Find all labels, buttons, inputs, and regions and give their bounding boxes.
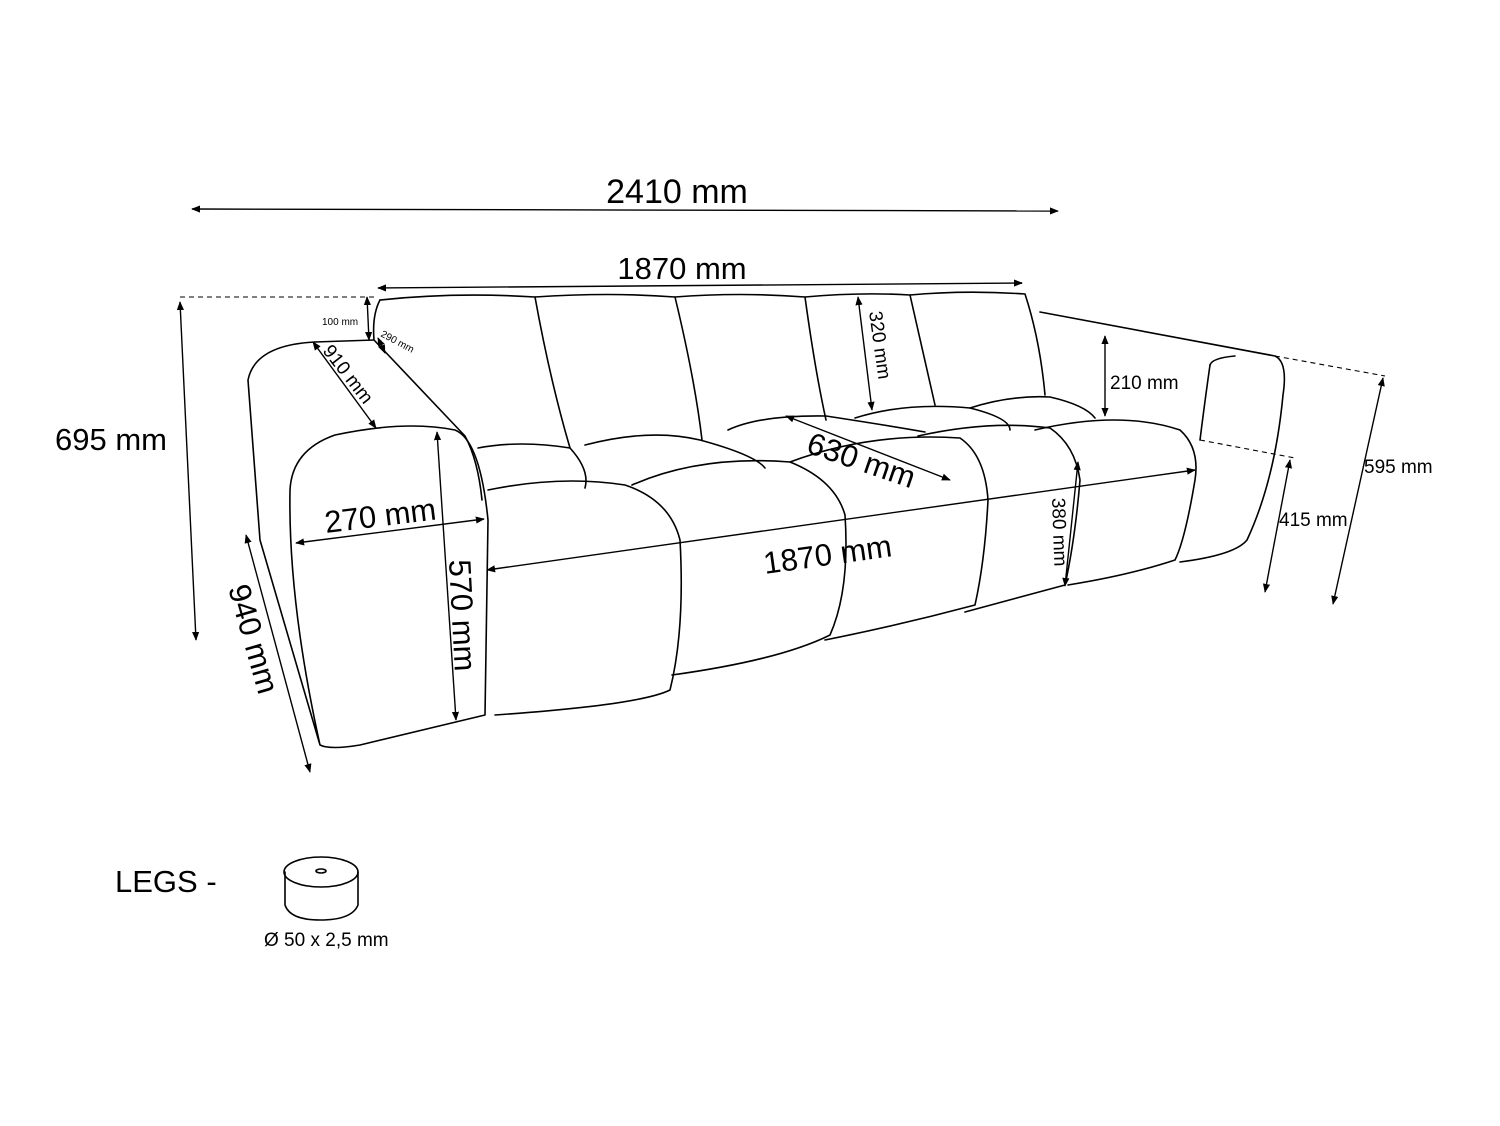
backrest-cushion [379, 294, 571, 449]
backrest-above-seat-label: 210 mm [1110, 373, 1179, 394]
legs-section: LEGS - Ø 50 x 2,5 mm [115, 856, 389, 951]
legs-label: LEGS - [115, 864, 217, 899]
armrest-length-label: 910 mm [318, 341, 377, 408]
dimension-arrows [176, 205, 1385, 773]
seat-height-arrow [1262, 459, 1293, 593]
seat-cushion-back [969, 395, 1096, 419]
armrest-height-arrow [433, 431, 460, 721]
seat-width-label: 1870 mm [761, 528, 894, 581]
depth-arrow [244, 534, 312, 773]
leg-icon [283, 856, 359, 921]
back-height-label: 595 mm [1364, 457, 1433, 478]
seat-depth-arrow [785, 415, 951, 481]
seat-cushion-back [854, 405, 1011, 431]
right-arm-inner [1199, 364, 1211, 441]
top-offset-label: 100 mm [322, 317, 358, 328]
backrest-width-arrow [377, 279, 1023, 292]
left-arm-back [372, 299, 483, 501]
backrest-width-label: 1870 mm [617, 251, 746, 286]
overall-width-label: 2410 mm [606, 173, 748, 211]
seat-cushion-height-label: 380 mm [1047, 497, 1070, 566]
armrest-length-arrow [312, 341, 377, 429]
seat-cushion-height-arrow [1062, 461, 1081, 587]
extension-lines [180, 296, 1386, 459]
backrest-cushion-height-arrow [855, 296, 875, 411]
top-offset-arrow [363, 296, 373, 341]
right-arm-front [1209, 355, 1236, 366]
back-height-arrow [1331, 377, 1385, 605]
height-label: 695 mm [55, 422, 167, 457]
legs-spec-label: Ø 50 x 2,5 mm [264, 930, 389, 951]
armrest-width-label: 270 mm [323, 492, 438, 540]
seat-cushion-back [584, 434, 766, 469]
right-arm-top [1039, 311, 1286, 563]
backrest-cushion [909, 291, 1046, 396]
seat-depth-label: 630 mm [803, 426, 920, 496]
seat-cushion-front [487, 480, 683, 716]
height-arrow [176, 301, 200, 641]
top-thickness-arrow [377, 337, 386, 354]
backrest-cushion [674, 293, 827, 421]
overall-width-arrow [191, 205, 1059, 215]
backrest-cushion-height-label: 320 mm [864, 310, 894, 381]
armrest-height-label: 570 mm [442, 559, 483, 673]
backrest-cushion [534, 293, 703, 441]
left-arm-top [314, 339, 375, 343]
depth-label: 940 mm [221, 580, 286, 697]
seat-height-label: 415 mm [1279, 510, 1348, 531]
dimension-labels: 2410 mm 1870 mm 695 mm 940 mm 910 mm 270… [55, 173, 1433, 698]
